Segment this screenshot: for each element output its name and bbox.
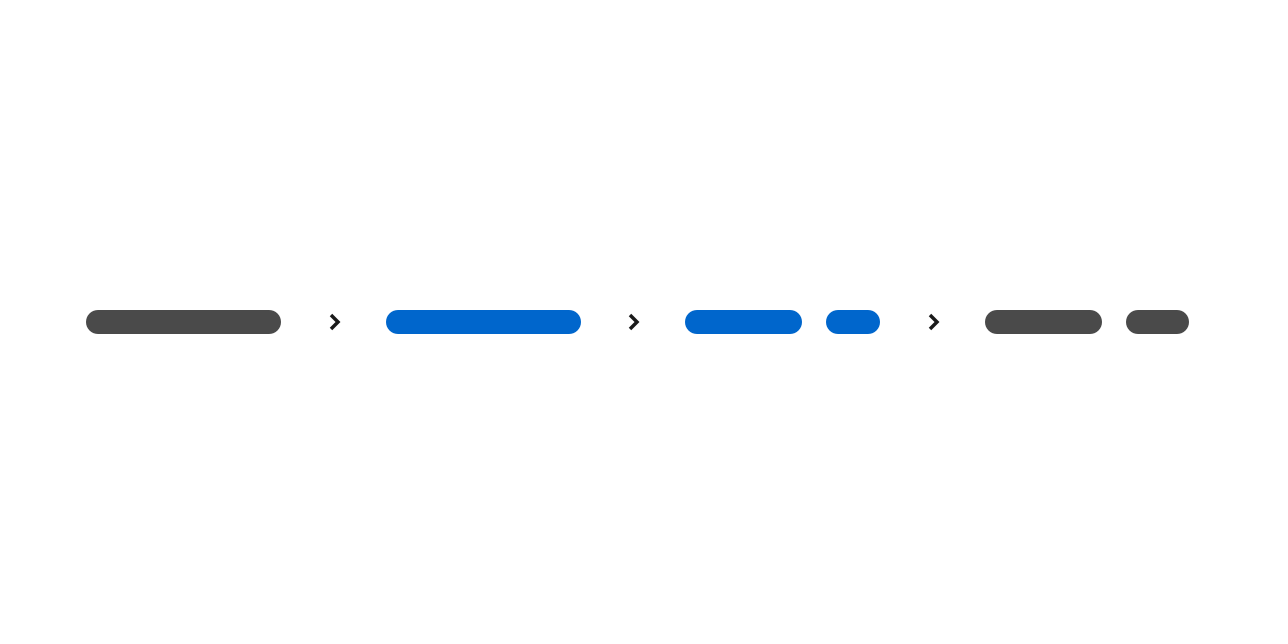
text-placeholder-bar	[86, 310, 281, 334]
breadcrumb-item-3[interactable]	[685, 310, 880, 334]
chevron-right-icon	[325, 312, 345, 332]
breadcrumb-item-2[interactable]	[386, 310, 581, 334]
breadcrumb	[86, 310, 1196, 334]
text-placeholder-bar	[985, 310, 1102, 334]
text-placeholder-bar	[826, 310, 880, 334]
breadcrumb-item-4[interactable]	[985, 310, 1189, 334]
breadcrumb-item-1[interactable]	[86, 310, 281, 334]
text-placeholder-bar	[386, 310, 581, 334]
chevron-right-icon	[624, 312, 644, 332]
text-placeholder-bar	[1126, 310, 1189, 334]
text-placeholder-bar	[685, 310, 802, 334]
chevron-right-icon	[924, 312, 944, 332]
